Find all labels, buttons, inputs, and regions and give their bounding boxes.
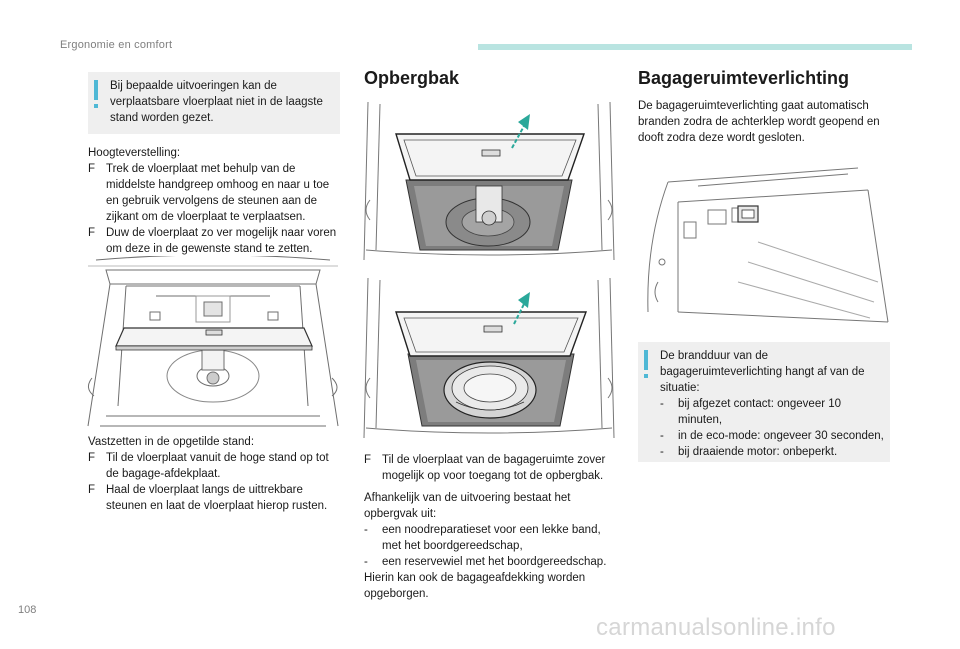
- storage-intro: Afhankelijk van de uitvoering bestaat he…: [364, 492, 571, 520]
- bullet-icon: F: [364, 454, 372, 466]
- storage-step-body: Til de vloerplaat van de bagageruimte zo…: [382, 454, 606, 482]
- note-item-text: bij draaiende motor: onbeperkt.: [678, 446, 838, 458]
- note-item-text: bij afgezet contact: ongeveer 10 minuten…: [678, 398, 842, 426]
- height-step-text: Duw de vloerplaat zo ver mogelijk naar v…: [106, 227, 337, 255]
- note-item-3: - bij draaiende motor: onbeperkt.: [660, 444, 886, 460]
- note-item-2: - in de eco-mode: ongeveer 30 seconden,: [660, 428, 886, 444]
- height-step-2: F Duw de vloerplaat zo ver mogelijk naar…: [88, 225, 342, 257]
- trunk-light-illustration: [638, 162, 892, 332]
- lock-title: Vastzetten in de opgetilde stand:: [88, 436, 255, 448]
- dash-mark: -: [660, 430, 664, 442]
- dash-mark: -: [364, 556, 368, 568]
- dash-mark: -: [660, 398, 664, 410]
- note-box-floor: Bij bepaalde uitvoeringen kan de verplaa…: [88, 72, 340, 134]
- note-item-1: - bij afgezet contact: ongeveer 10 minut…: [660, 396, 886, 428]
- storage-step-text: F Til de vloerplaat van de bagageruimte …: [364, 452, 616, 484]
- dash-mark: -: [660, 446, 664, 458]
- lock-step-2: F Haal de vloerplaat langs de uittrekbar…: [88, 482, 342, 514]
- height-title: Hoogteverstelling:: [88, 147, 181, 159]
- lock-step-text: Til de vloerplaat vanuit de hoge stand o…: [106, 452, 329, 480]
- lock-step-1: F Til de vloerplaat vanuit de hoge stand…: [88, 450, 342, 482]
- storage-option-text: een noodreparatieset voor een lekke band…: [382, 524, 601, 552]
- bullet-icon: F: [88, 163, 96, 175]
- note-item-text: in de eco-mode: ongeveer 30 seconden,: [678, 430, 884, 442]
- storage-option-text: een reservewiel met het boordgereedschap…: [382, 556, 607, 568]
- storage-compartment-kit-illustration: [362, 100, 616, 262]
- bullet-icon: F: [88, 484, 96, 496]
- lock-step-text: Haal de vloerplaat langs de uittrekbare …: [106, 484, 328, 512]
- height-step-text: Trek de vloerplaat met behulp van de mid…: [106, 163, 330, 223]
- info-marker-icon: [644, 350, 648, 378]
- storage-step-1: F Til de vloerplaat van de bagageruimte …: [364, 452, 616, 484]
- note-box-light-duration: De brandduur van de bagageruimteverlicht…: [638, 342, 890, 462]
- note-title: De brandduur van de bagageruimteverlicht…: [660, 350, 865, 394]
- storage-contents-text: Afhankelijk van de uitvoering bestaat he…: [364, 490, 618, 602]
- trunk-light-text: De bagageruimteverlichting gaat automati…: [638, 100, 880, 144]
- storage-outro: Hierin kan ook de bagageafdekking worden…: [364, 572, 586, 600]
- info-marker-icon: [94, 80, 98, 108]
- watermark: carmanualsonline.info: [596, 614, 836, 641]
- storage-option-2: - een reservewiel met het boordgereedsch…: [364, 554, 618, 570]
- storage-option-1: - een noodreparatieset voor een lekke ba…: [364, 522, 618, 554]
- height-step-1: F Trek de vloerplaat met behulp van de m…: [88, 161, 342, 225]
- trunk-raised-floor-illustration: [86, 256, 340, 428]
- lock-raised-text: Vastzetten in de opgetilde stand: F Til …: [88, 434, 342, 514]
- dash-mark: -: [364, 524, 368, 536]
- height-adjust-text: Hoogteverstelling: F Trek de vloerplaat …: [88, 145, 342, 257]
- storage-compartment-spare-wheel-illustration: [362, 276, 616, 440]
- page-number: 108: [18, 604, 37, 616]
- bullet-icon: F: [88, 452, 96, 464]
- note-content: De brandduur van de bagageruimteverlicht…: [660, 348, 886, 460]
- trunk-light-title: Bagageruimteverlichting: [638, 68, 850, 88]
- section-label: Ergonomie en comfort: [60, 39, 173, 51]
- bullet-icon: F: [88, 227, 96, 239]
- header-accent-bar: [478, 44, 912, 50]
- storage-title: Opbergbak: [364, 68, 460, 88]
- note-text: Bij bepaalde uitvoeringen kan de verplaa…: [110, 80, 323, 124]
